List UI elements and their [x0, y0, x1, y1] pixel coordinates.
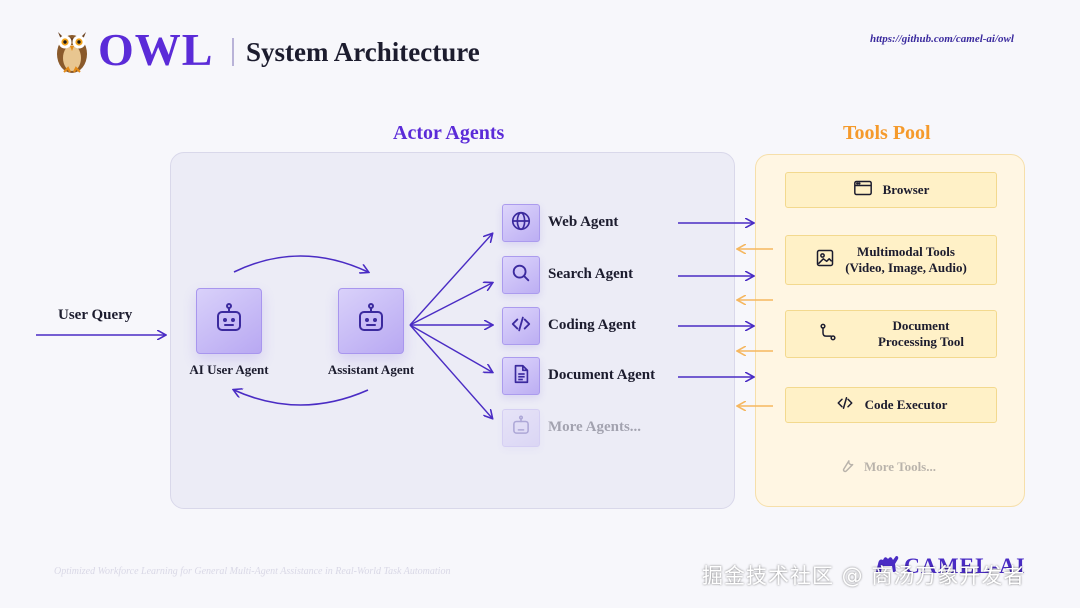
coding-agent-label: Coding Agent [548, 317, 636, 333]
brand-name: OWL [98, 24, 214, 75]
image-icon [815, 248, 835, 272]
search-agent-label: Search Agent [548, 266, 634, 282]
git-branch-icon [818, 322, 838, 346]
robot-icon [510, 415, 532, 442]
ai-user-agent-label: AI User Agent [189, 362, 269, 377]
code-icon [510, 313, 532, 340]
more-agents-node[interactable] [502, 409, 540, 447]
footer-tagline: Optimized Workforce Learning for General… [54, 566, 451, 577]
more-agents-label: More Agents... [548, 419, 642, 435]
tool-code-executor-label: Code Executor [864, 397, 948, 412]
tool-more-label: More Tools... [864, 459, 936, 474]
code-icon [835, 394, 855, 416]
fan-arrow-web [409, 234, 492, 326]
search-icon [510, 262, 532, 289]
browser-window-icon [853, 179, 873, 201]
tool-browser-label: Browser [882, 182, 930, 197]
web-agent-node[interactable] [502, 204, 540, 242]
coding-agent-node[interactable] [502, 307, 540, 345]
header-divider [232, 38, 234, 66]
tool-code-executor[interactable]: Code Executor [785, 387, 997, 423]
camel-ai-logo: CAMEL-AI [874, 552, 1026, 580]
camel-ai-brand: CAMEL-AI [904, 553, 1026, 578]
page-title: System Architecture [246, 37, 480, 67]
watermark-text: 掘金技术社区 @ 商汤万象开发者 [702, 564, 1026, 588]
tool-document-sublabel: Processing Tool [877, 334, 965, 349]
document-agent-node[interactable] [502, 357, 540, 395]
camel-icon [874, 552, 900, 580]
fan-arrow-document [409, 324, 492, 372]
tool-multimodal[interactable]: Multimodal Tools (Video, Image, Audio) [785, 235, 997, 285]
globe-icon [510, 210, 532, 237]
tool-document-label: Document [892, 318, 950, 333]
search-agent-node[interactable] [502, 256, 540, 294]
tools-pool-title: Tools Pool [843, 122, 931, 144]
tool-multimodal-label: Multimodal Tools [857, 244, 955, 259]
assistant-agent-label: Assistant Agent [327, 362, 415, 377]
wrench-icon [838, 456, 856, 478]
tool-browser[interactable]: Browser [785, 172, 997, 208]
actor-agents-title: Actor Agents [393, 122, 505, 144]
tool-multimodal-sublabel: (Video, Image, Audio) [845, 260, 967, 275]
user-to-assistant-arrow [233, 255, 368, 272]
assistant-to-user-arrow [234, 390, 369, 406]
tool-more[interactable]: More Tools... [838, 456, 936, 478]
ai-user-agent-node[interactable] [196, 288, 262, 354]
tool-document-processing[interactable]: Document Processing Tool [785, 310, 997, 358]
document-agent-label: Document Agent [548, 367, 656, 383]
robot-icon [354, 302, 388, 341]
actor-agents-panel [170, 152, 735, 509]
fan-arrow-more [409, 324, 492, 418]
robot-icon [212, 302, 246, 341]
github-link[interactable]: https://github.com/camel-ai/owl [870, 33, 1014, 45]
owl-logo-icon [52, 22, 92, 74]
user-query-label: User Query [58, 307, 133, 323]
fan-arrow-search [409, 283, 492, 326]
web-agent-label: Web Agent [548, 214, 619, 230]
document-icon [510, 363, 532, 390]
assistant-agent-node[interactable] [338, 288, 404, 354]
